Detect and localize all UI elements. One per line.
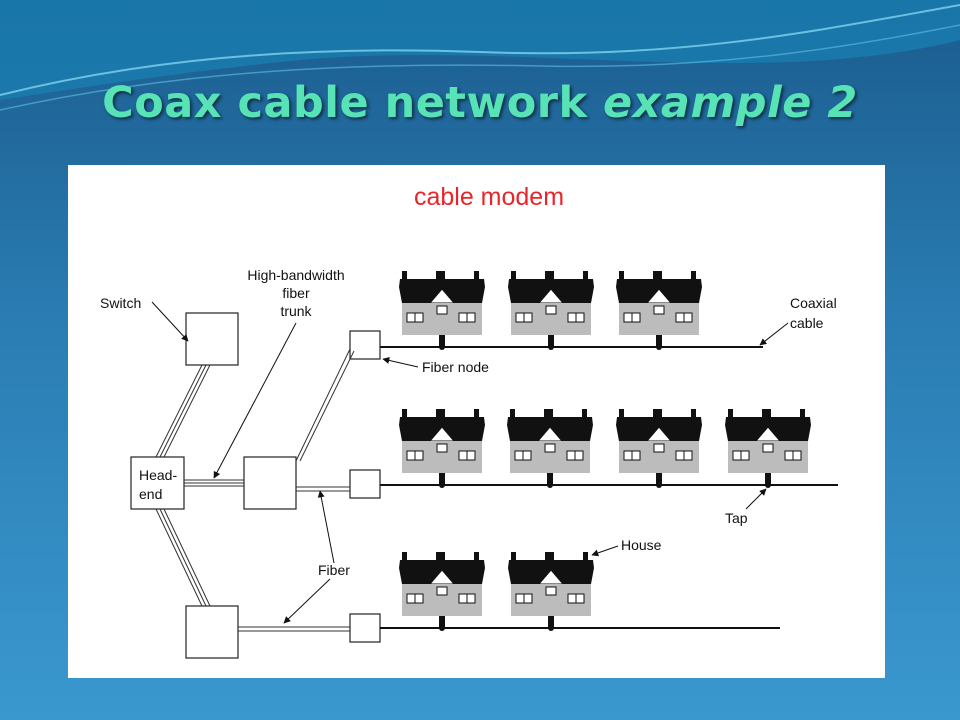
cable-network-diagram: cable modem Head- end	[100, 183, 838, 659]
house-label: House	[621, 537, 662, 553]
house-icon	[398, 551, 486, 632]
coaxial-label-2: cable	[790, 315, 824, 331]
hub-box-middle	[243, 456, 297, 510]
trunk-label-1: High-bandwidth	[247, 267, 344, 283]
figure-panel: cable modem Head- end	[68, 165, 885, 678]
fiber-node-top	[349, 330, 381, 360]
house-icon	[506, 408, 594, 489]
tap-arrow	[745, 488, 767, 510]
switch-arrow	[151, 301, 189, 342]
house-icon	[507, 270, 595, 351]
trunk-label-2: fiber	[282, 285, 310, 301]
title-main: Coax cable network	[102, 78, 588, 128]
fiber-node-label: Fiber node	[422, 359, 489, 375]
header-wave	[0, 0, 960, 100]
house-arrow	[591, 545, 619, 557]
fiber-node-middle	[349, 469, 381, 499]
house-icon	[615, 270, 703, 351]
headend-label-2: end	[139, 486, 162, 502]
title-emphasis: example 2	[603, 78, 858, 128]
house-icon	[724, 408, 812, 489]
hub-box-bottom	[185, 605, 239, 659]
tap-label: Tap	[725, 510, 748, 526]
switch-label: Switch	[100, 295, 141, 311]
trunk-label-3: trunk	[280, 303, 312, 319]
diagram-heading: cable modem	[414, 183, 564, 211]
slide-title: Coax cable network example 2	[0, 78, 960, 128]
headend-box: Head- end	[130, 456, 185, 510]
house-icon	[398, 408, 486, 489]
switch-box	[185, 312, 239, 366]
fiber-arrow-up	[317, 490, 335, 564]
fiber-node-bottom	[349, 613, 381, 643]
trunk-arrow	[213, 322, 297, 479]
house-icon	[615, 408, 703, 489]
header-wave-light	[0, 24, 960, 111]
fiber-arrow-down	[283, 578, 331, 624]
headend-label-1: Head-	[139, 467, 177, 483]
house-icon	[507, 551, 595, 632]
coaxial-arrow	[759, 322, 789, 346]
fiber-trunks	[155, 348, 355, 632]
fiber-label: Fiber	[318, 562, 350, 578]
header-wave-light	[0, 4, 960, 96]
coaxial-label-1: Coaxial	[790, 295, 837, 311]
house-icon	[398, 270, 486, 351]
fiber-node-arrow	[382, 356, 419, 368]
